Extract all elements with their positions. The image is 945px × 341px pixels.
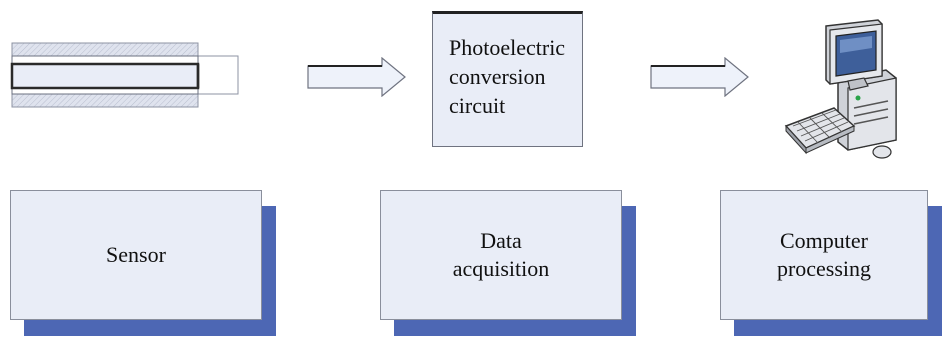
conversion-line-1: Photoelectric — [449, 35, 566, 60]
sensor-stage-label: Sensor — [106, 242, 166, 267]
data-acquisition-label-line-2: acquisition — [452, 256, 550, 281]
computer-processing-label-line-2: processing — [776, 256, 872, 281]
sensor-stage-box: Sensor — [10, 190, 262, 320]
computer-processing-label-line-1: Computer — [780, 228, 868, 253]
right-arrow-icon — [307, 57, 406, 97]
photoelectric-conversion-box: Photoelectric conversion circuit — [432, 11, 583, 147]
conversion-line-2: conversion — [449, 64, 546, 89]
conversion-line-3: circuit — [449, 93, 506, 118]
data-acquisition-stage-box: Data acquisition — [380, 190, 622, 320]
right-arrow-icon — [650, 57, 749, 97]
data-acquisition-label-line-1: Data — [480, 228, 522, 253]
computer-processing-stage-box: Computer processing — [720, 190, 928, 320]
desktop-computer-icon — [784, 19, 897, 159]
sensor-icon — [10, 42, 239, 108]
